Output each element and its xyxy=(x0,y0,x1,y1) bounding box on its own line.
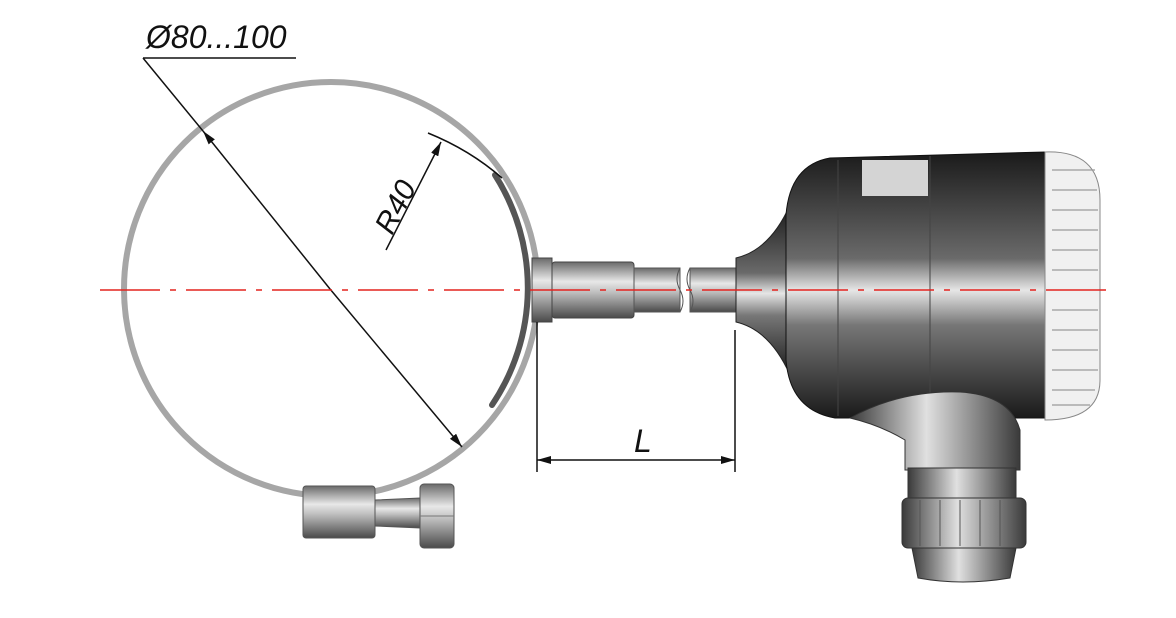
cover-ribs xyxy=(1052,169,1098,406)
radius-dimension: R40 xyxy=(369,132,503,251)
length-dimension: L xyxy=(536,322,736,472)
clamp-screw xyxy=(302,483,455,549)
clamp-pad xyxy=(489,172,531,408)
pipe-clamp-ring xyxy=(121,79,541,499)
terminal-head xyxy=(735,151,1101,471)
diameter-label: Ø80...100 xyxy=(145,19,287,55)
cable-gland xyxy=(901,467,1027,583)
nameplate xyxy=(862,160,928,196)
ribbed-cover xyxy=(1044,151,1101,421)
diameter-dimension: Ø80...100 xyxy=(142,19,463,448)
radius-label: R40 xyxy=(369,175,424,239)
length-label: L xyxy=(634,423,652,459)
